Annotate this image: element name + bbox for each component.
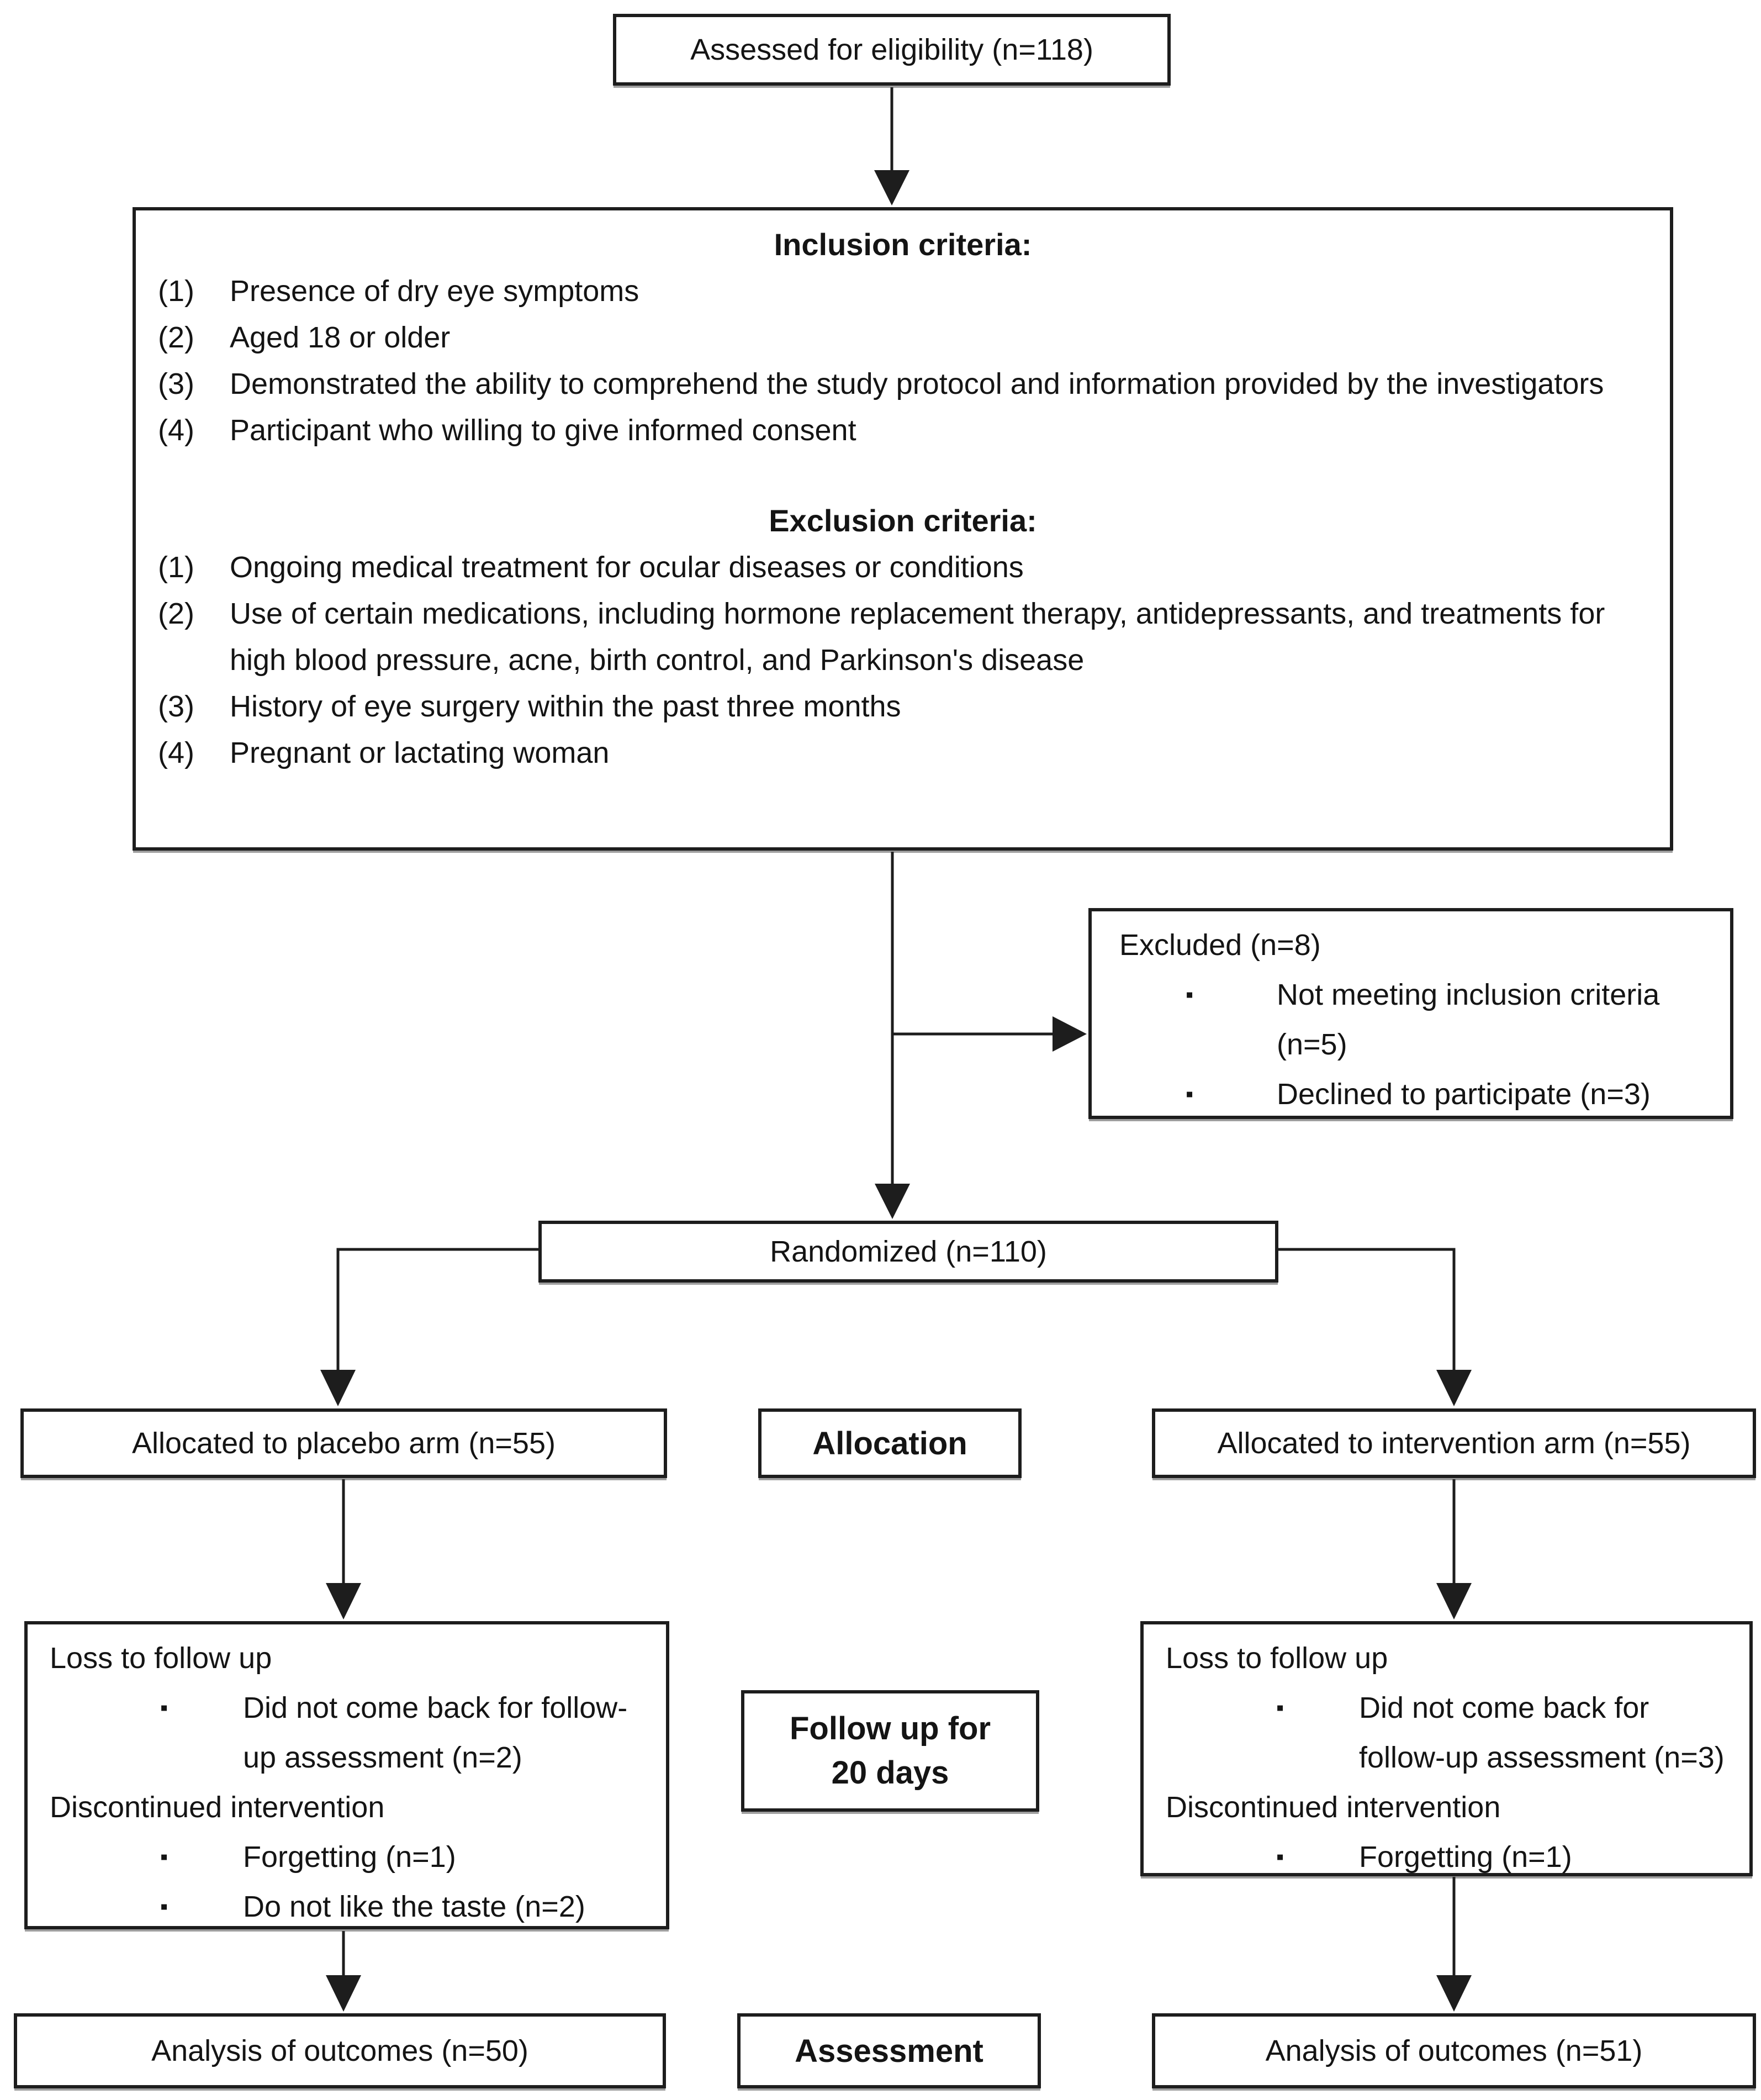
loss-placebo-content: Loss to follow up ▪ Did not come back fo… xyxy=(28,1624,666,1932)
excluded-box: Excluded (n=8) ▪ Not meeting inclusion c… xyxy=(1088,908,1733,1119)
excluded-item: ▪ Declined to participate (n=3) xyxy=(1186,1069,1708,1119)
item-number: (4) xyxy=(158,414,194,447)
item-number: (1) xyxy=(158,551,194,584)
bullet-square-icon: ▪ xyxy=(160,1845,168,1869)
allocated-placebo-box: Allocated to placebo arm (n=55) xyxy=(20,1408,667,1478)
loss-followup-intervention-box: Loss to follow up ▪ Did not come back fo… xyxy=(1140,1621,1753,1876)
loss-heading: Loss to follow up xyxy=(50,1642,272,1675)
loss-item-text: Did not come back for follow-up assessme… xyxy=(243,1691,628,1774)
exclusion-heading: Exclusion criteria: xyxy=(769,503,1037,538)
item-number: (3) xyxy=(158,367,194,400)
excluded-item: ▪ Not meeting inclusion criteria (n=5) xyxy=(1186,970,1708,1069)
analysis-intervention-box: Analysis of outcomes (n=51) xyxy=(1152,2013,1756,2088)
item-text: Demonstrated the ability to comprehend t… xyxy=(230,367,1604,400)
exclusion-item: (3) History of eye surgery within the pa… xyxy=(158,683,1648,730)
allocation-stage-box: Allocation xyxy=(758,1408,1022,1478)
bullet-square-icon: ▪ xyxy=(160,1696,168,1720)
item-number: (3) xyxy=(158,690,194,723)
assessed-eligibility-box: Assessed for eligibility (n=118) xyxy=(613,14,1171,86)
exclusion-item: (2) Use of certain medications, includin… xyxy=(158,590,1648,683)
inclusion-item: (3) Demonstrated the ability to comprehe… xyxy=(158,361,1648,407)
randomized-label: Randomized (n=110) xyxy=(770,1235,1047,1268)
bullet-square-icon: ▪ xyxy=(1186,983,1194,1007)
loss-item-text: Forgetting (n=1) xyxy=(243,1840,456,1874)
assessed-eligibility-label: Assessed for eligibility (n=118) xyxy=(690,33,1093,66)
loss-intervention-content: Loss to follow up ▪ Did not come back fo… xyxy=(1144,1624,1749,1882)
loss-item-text: Forgetting (n=1) xyxy=(1359,1840,1572,1874)
loss-item: ▪ Forgetting (n=1) xyxy=(1276,1832,1727,1882)
inclusion-item: (2) Aged 18 or older xyxy=(158,314,1648,361)
exclusion-item: (1) Ongoing medical treatment for ocular… xyxy=(158,544,1648,590)
randomized-box: Randomized (n=110) xyxy=(538,1221,1278,1283)
loss-item: ▪ Do not like the taste (n=2) xyxy=(160,1882,644,1932)
item-text: Presence of dry eye symptoms xyxy=(230,275,639,308)
assessment-stage-label: Assessment xyxy=(795,2033,983,2069)
exclusion-item: (4) Pregnant or lactating woman xyxy=(158,730,1648,776)
inclusion-heading: Inclusion criteria: xyxy=(774,227,1032,262)
excluded-title: Excluded (n=8) xyxy=(1119,928,1321,962)
item-text: Participant who willing to give informed… xyxy=(230,414,856,447)
item-text: Use of certain medications, including ho… xyxy=(230,597,1605,677)
discontinued-heading: Discontinued intervention xyxy=(1166,1791,1501,1824)
criteria-content: Inclusion criteria: (1) Presence of dry … xyxy=(136,210,1670,776)
allocation-stage-label: Allocation xyxy=(812,1425,967,1461)
item-text: Pregnant or lactating woman xyxy=(230,736,610,769)
bullet-square-icon: ▪ xyxy=(1276,1845,1284,1869)
analysis-placebo-box: Analysis of outcomes (n=50) xyxy=(14,2013,666,2088)
item-number: (1) xyxy=(158,275,194,308)
followup-stage-label: Follow up for 20 days xyxy=(789,1711,991,1791)
loss-followup-placebo-box: Loss to follow up ▪ Did not come back fo… xyxy=(24,1621,669,1929)
excluded-content: Excluded (n=8) ▪ Not meeting inclusion c… xyxy=(1092,911,1730,1119)
loss-item: ▪ Did not come back for follow-up assess… xyxy=(160,1683,644,1782)
inclusion-item: (4) Participant who willing to give info… xyxy=(158,407,1648,453)
bullet-square-icon: ▪ xyxy=(160,1895,168,1919)
allocated-intervention-box: Allocated to intervention arm (n=55) xyxy=(1152,1408,1756,1478)
discontinued-heading: Discontinued intervention xyxy=(50,1791,385,1824)
loss-item-text: Did not come back for follow-up assessme… xyxy=(1359,1691,1725,1774)
loss-item: ▪ Did not come back for follow-up assess… xyxy=(1276,1683,1727,1782)
allocated-placebo-label: Allocated to placebo arm (n=55) xyxy=(132,1427,556,1460)
item-text: Aged 18 or older xyxy=(230,321,451,354)
item-text: Ongoing medical treatment for ocular dis… xyxy=(230,551,1024,584)
analysis-intervention-label: Analysis of outcomes (n=51) xyxy=(1265,2034,1643,2067)
followup-stage-box: Follow up for 20 days xyxy=(741,1690,1039,1812)
assessment-stage-box: Assessment xyxy=(737,2013,1041,2088)
item-text: History of eye surgery within the past t… xyxy=(230,690,901,723)
bullet-square-icon: ▪ xyxy=(1186,1082,1194,1106)
loss-heading: Loss to follow up xyxy=(1166,1642,1388,1675)
criteria-box: Inclusion criteria: (1) Presence of dry … xyxy=(133,207,1673,851)
item-number: (2) xyxy=(158,321,194,354)
allocated-intervention-label: Allocated to intervention arm (n=55) xyxy=(1217,1427,1691,1460)
excluded-item-text: Declined to participate (n=3) xyxy=(1277,1078,1651,1111)
bullet-square-icon: ▪ xyxy=(1276,1696,1284,1720)
analysis-placebo-label: Analysis of outcomes (n=50) xyxy=(151,2034,528,2067)
item-number: (4) xyxy=(158,736,194,769)
loss-item: ▪ Forgetting (n=1) xyxy=(160,1832,644,1882)
inclusion-item: (1) Presence of dry eye symptoms xyxy=(158,268,1648,314)
loss-item-text: Do not like the taste (n=2) xyxy=(243,1890,585,1923)
item-number: (2) xyxy=(158,597,194,630)
excluded-item-text: Not meeting inclusion criteria (n=5) xyxy=(1277,978,1660,1061)
